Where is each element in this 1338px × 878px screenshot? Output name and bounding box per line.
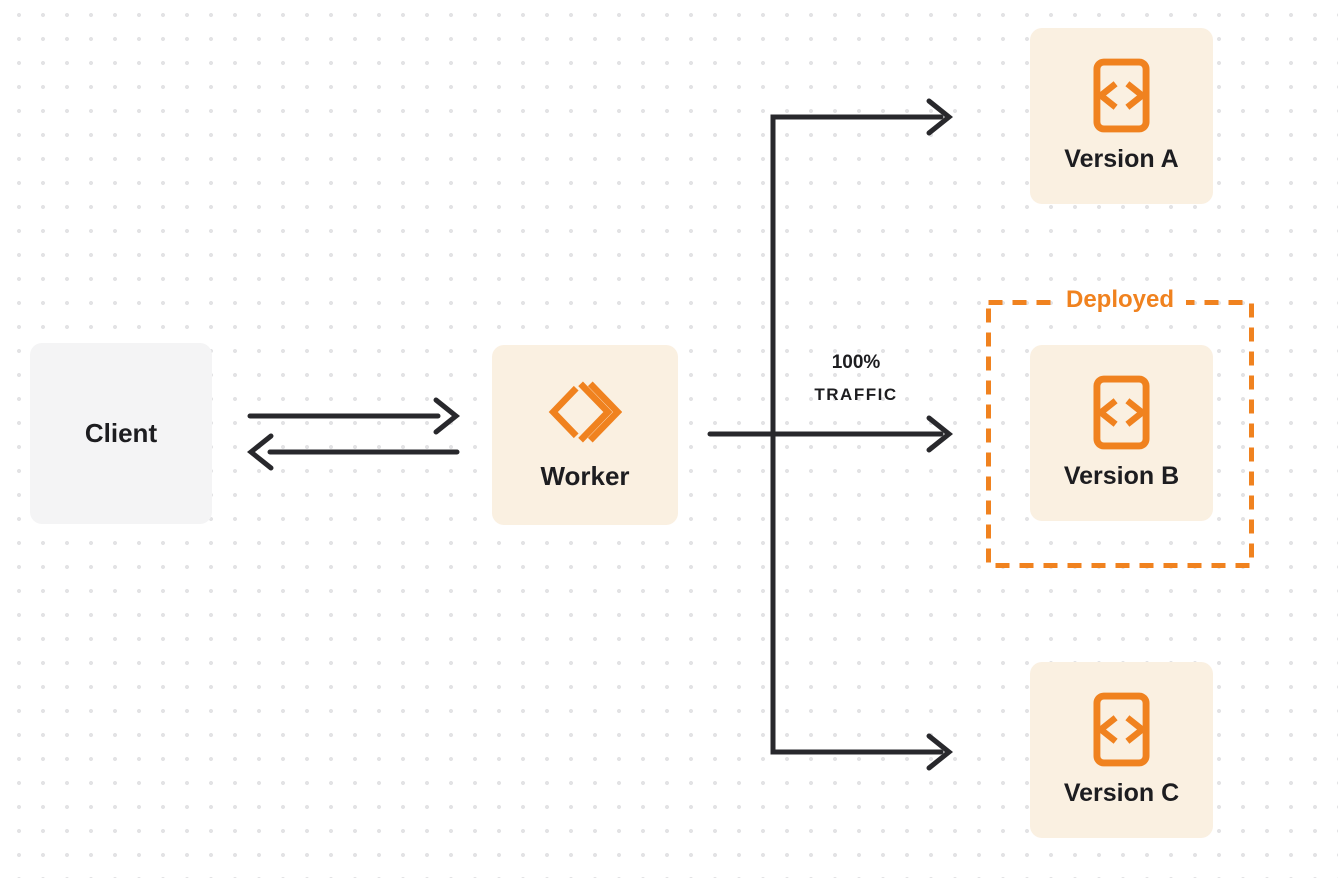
worker-node: Worker [492,345,678,525]
response-arrowhead-icon [246,433,274,471]
deployed-label: Deployed [1053,285,1187,315]
version-b-node: Version B [1030,345,1213,521]
version-a-node: Version A [1030,28,1213,204]
version-a-arrowhead-icon [926,98,954,136]
traffic-word-label: TRAFFIC [814,385,898,404]
traffic-annotation: 100% TRAFFIC [791,351,921,407]
version-a-label: Version A [1064,145,1179,173]
version-c-arrowhead-icon [926,733,954,771]
worker-label: Worker [540,460,630,491]
code-file-icon [1093,692,1150,767]
deployed-frame: Deployed [986,285,1254,568]
client-label: Client [84,418,158,448]
traffic-percent-label: 100% [831,352,881,373]
workers-logo-icon [548,381,622,442]
version-b-label: Version B [1063,462,1180,490]
version-c-label: Version C [1063,779,1180,807]
request-arrowhead-icon [433,397,461,435]
code-file-icon [1093,375,1150,450]
version-b-arrowhead-icon [926,415,954,453]
version-c-node: Version C [1030,662,1213,838]
code-file-icon [1093,58,1150,133]
client-node: Client [30,343,212,524]
